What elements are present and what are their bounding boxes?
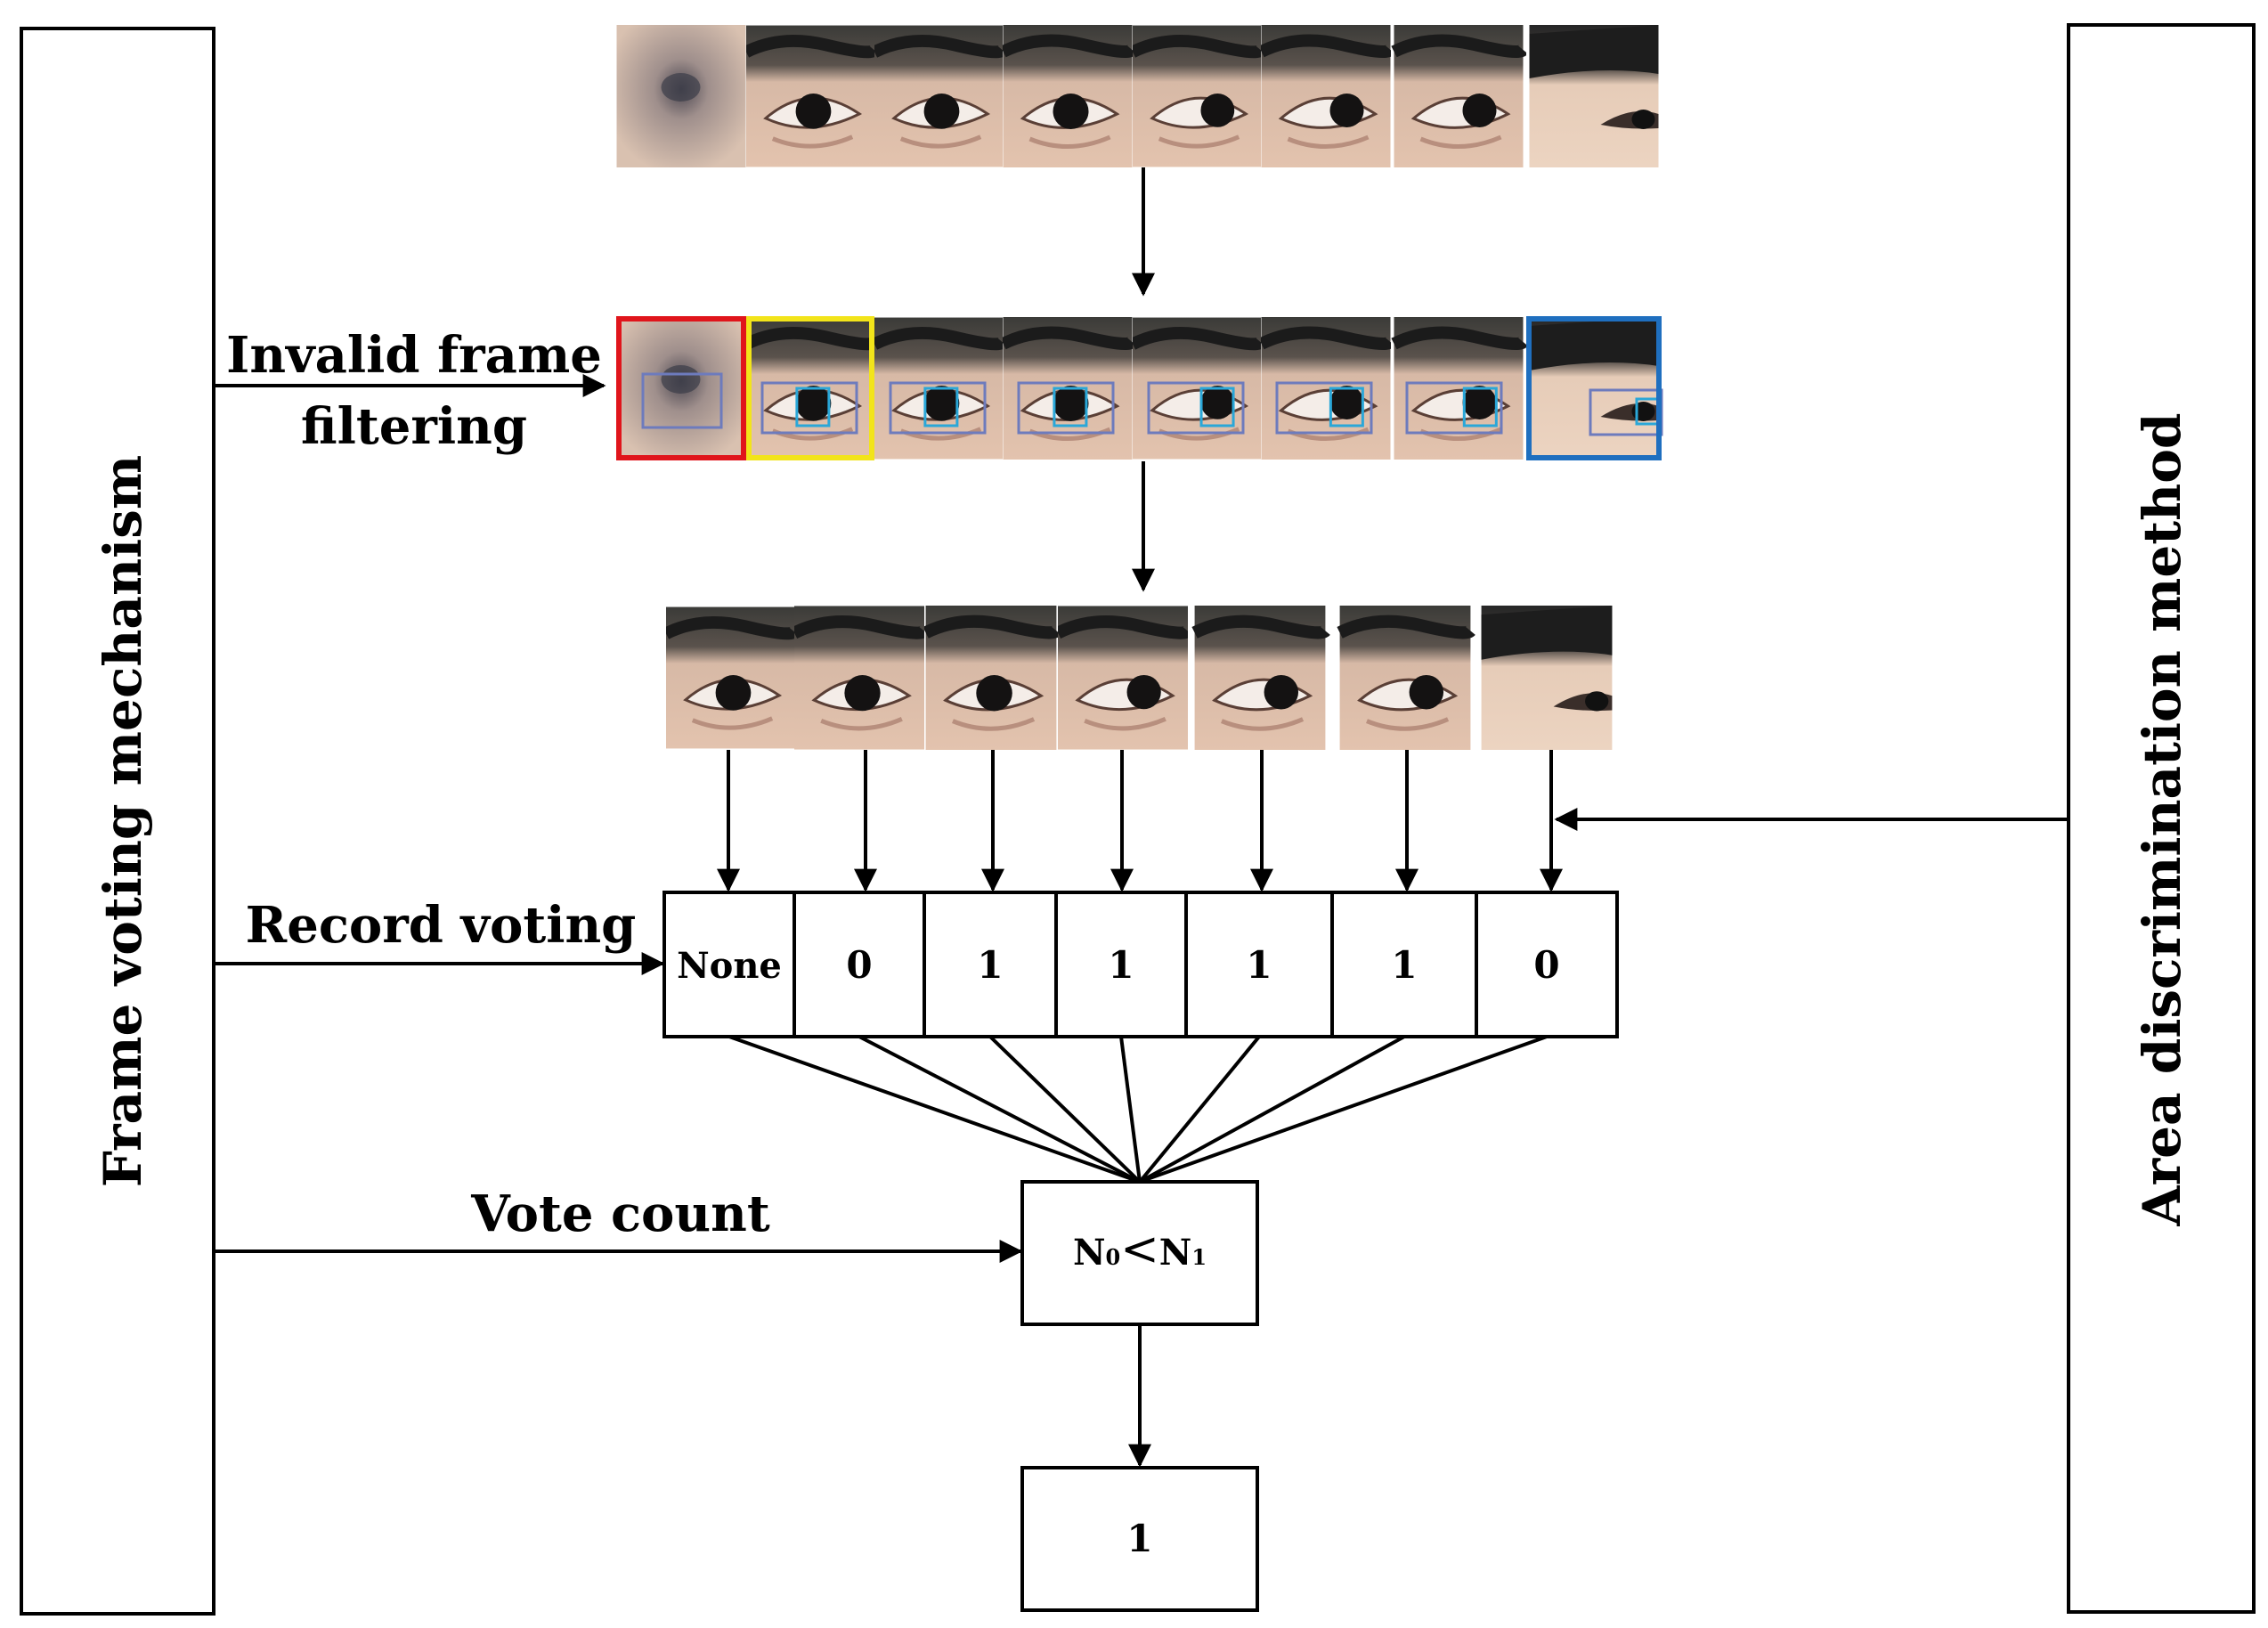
invalid-filter-label-line1: Invalid frame (226, 326, 602, 385)
step-invalid-filtering: Invalid frame filtering (214, 326, 606, 456)
comparison-text: N0<N1 (1073, 1223, 1207, 1276)
right-panel-label: Area discrimination method (2132, 413, 2192, 1227)
aggregation-line (858, 1035, 1141, 1184)
raw-frames-row (616, 25, 1659, 167)
detected-frame (746, 316, 874, 460)
left-panel-label: Frame voting mechanism (93, 455, 153, 1187)
vote-value: 1 (1391, 943, 1417, 987)
vote-cell: 0 (1475, 891, 1619, 1038)
eye-region-box (1275, 381, 1373, 435)
aggregation-line (1119, 1036, 1142, 1183)
valid-frame-thumbnail (926, 606, 1057, 750)
frame-highlight-border (746, 316, 874, 460)
vote-record-row: None 0 1 1 1 1 0 (663, 891, 1619, 1038)
vote-count-label: Vote count (470, 1184, 770, 1243)
aggregation-line (1139, 1035, 1405, 1184)
raw-frame-thumbnail (1394, 25, 1524, 167)
valid-frame-thumbnail (666, 607, 794, 749)
vote-cell: None (663, 891, 796, 1038)
valid-frame-thumbnail (1058, 606, 1188, 749)
raw-frame-thumbnail (874, 26, 1003, 167)
vote-value: 1 (977, 943, 1003, 987)
pupil-box (923, 387, 959, 427)
result-box: 1 (1020, 1466, 1259, 1612)
detected-frame (1394, 317, 1524, 460)
valid-frame-thumbnail (1481, 606, 1613, 750)
raw-frame-thumbnail (1262, 25, 1391, 167)
raw-frame-thumbnail (1529, 25, 1659, 167)
detected-frames-row (616, 316, 1663, 460)
eye-region-box (1147, 381, 1245, 435)
detected-frame (1133, 318, 1261, 460)
eye-region-box (641, 372, 723, 429)
raw-frame-thumbnail (746, 26, 874, 167)
vote-value: 0 (846, 943, 872, 987)
detected-frame (1004, 317, 1133, 460)
vote-cell: 1 (1184, 891, 1334, 1038)
frame-highlight-border (1526, 316, 1662, 460)
result-value: 1 (1126, 1517, 1152, 1560)
pupil-box (795, 387, 831, 427)
pupil-box (1053, 387, 1088, 427)
record-voting-label: Record voting (246, 896, 637, 955)
detected-frame (1526, 316, 1663, 460)
raw-frame-thumbnail (1133, 26, 1261, 167)
eye-region-box (889, 381, 987, 435)
eye-region-box (1405, 381, 1503, 435)
vote-value: 1 (1246, 943, 1272, 987)
vote-value: None (677, 945, 782, 987)
pupil-box (1462, 387, 1498, 427)
frame-to-vote-arrows (717, 750, 1563, 892)
aggregation-line (728, 1035, 1141, 1184)
vote-value: 0 (1533, 943, 1559, 987)
invalid-filter-label-line2: filtering (301, 397, 527, 456)
right-panel: Area discrimination method (2067, 23, 2256, 1614)
valid-frame-thumbnail (794, 606, 924, 749)
pupil-box (1329, 387, 1364, 427)
valid-frames-row (666, 606, 1613, 750)
vote-cell: 1 (1330, 891, 1478, 1038)
aggregation-line (1138, 1035, 1261, 1184)
eye-region-box (760, 381, 858, 435)
vote-cell: 0 (793, 891, 926, 1038)
vote-aggregation-lines (728, 1035, 1548, 1184)
pupil-box (1199, 387, 1235, 427)
frame-highlight-border (616, 316, 746, 460)
vote-cell: 1 (923, 891, 1058, 1038)
step-record-voting: Record voting (214, 896, 665, 975)
detected-frame (1262, 317, 1391, 460)
detected-frame (616, 316, 746, 460)
raw-frame-thumbnail (616, 25, 746, 167)
vote-cell: 1 (1054, 891, 1188, 1038)
aggregation-line (988, 1035, 1142, 1184)
vote-value: 1 (1108, 943, 1134, 987)
raw-frame-thumbnail (1004, 25, 1133, 167)
detected-frame (874, 318, 1003, 460)
aggregation-line (1139, 1035, 1548, 1184)
eye-region-box (1017, 381, 1115, 435)
step-vote-count: Vote count (214, 1184, 1023, 1263)
valid-frame-thumbnail (1340, 606, 1471, 750)
left-panel: Frame voting mechanism (20, 27, 215, 1616)
comparison-box: N0<N1 (1020, 1180, 1259, 1326)
valid-frame-thumbnail (1195, 606, 1326, 750)
